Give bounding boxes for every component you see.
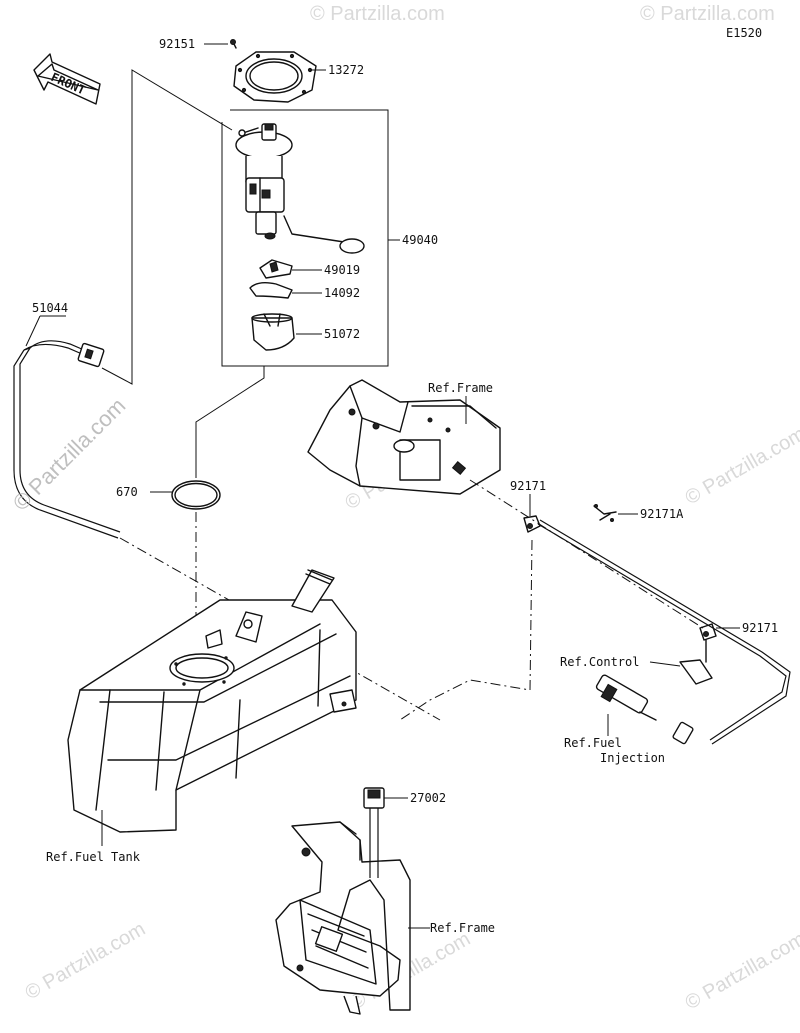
assembly-bracket: [221, 109, 389, 367]
fuel-injector: [595, 674, 694, 745]
clip-92171A: [593, 504, 617, 522]
callout-14092: 14092: [324, 286, 360, 300]
filter-49019: [259, 259, 293, 279]
watermark-text: © Partzilla.com: [22, 918, 150, 1004]
callout-92151: 92151: [159, 37, 195, 51]
ref-control: Ref.Control: [560, 655, 639, 669]
watermark-text: © Partzilla.com: [640, 3, 775, 25]
callout-92171-lower: 92171: [742, 621, 778, 635]
fuel-tank: [67, 569, 357, 833]
gasket-plate-13272: [233, 51, 317, 103]
clamp-92171-upper: [523, 515, 541, 533]
ref-fuel-tank: Ref.Fuel Tank: [46, 850, 141, 864]
o-ring-670: [171, 480, 221, 510]
hose-51044: [13, 340, 121, 539]
ref-fuel-injection-2: Injection: [600, 751, 665, 765]
front-arrow-icon: FRONT: [33, 53, 101, 105]
watermark-text: © Partzilla.com: [310, 3, 445, 25]
callout-92171-upper: 92171: [510, 479, 546, 493]
ref-fuel-injection-1: Ref.Fuel: [564, 736, 622, 750]
watermark-text: © Partzilla.com: [682, 928, 800, 1014]
callout-49019: 49019: [324, 263, 360, 277]
watermark-main: © Partzilla.com: [8, 393, 131, 516]
clamp-92171-lower: [699, 623, 717, 641]
callout-51072: 51072: [324, 327, 360, 341]
ref-frame-top: Ref.Frame: [428, 381, 493, 395]
diagram-code: E1520: [726, 26, 762, 40]
watermark-text: © Partzilla.com: [682, 423, 800, 509]
frame-top: [307, 379, 501, 495]
hose-leader: [101, 69, 233, 385]
fuel-pump-assembly: [235, 123, 365, 254]
cup-51072: [251, 313, 295, 351]
cap-14092: [249, 281, 293, 299]
callout-27002: 27002: [410, 791, 446, 805]
control-bracket: [679, 639, 713, 685]
callout-670: 670: [116, 485, 138, 499]
callout-13272: 13272: [328, 63, 364, 77]
callout-49040: 49040: [402, 233, 438, 247]
ref-frame-bottom: Ref.Frame: [430, 921, 495, 935]
callout-92171A: 92171A: [640, 507, 684, 521]
screw-92151: [230, 39, 237, 49]
connector-27002: [363, 787, 385, 878]
callout-51044: 51044: [32, 301, 68, 315]
frame-bottom: [275, 821, 411, 1015]
